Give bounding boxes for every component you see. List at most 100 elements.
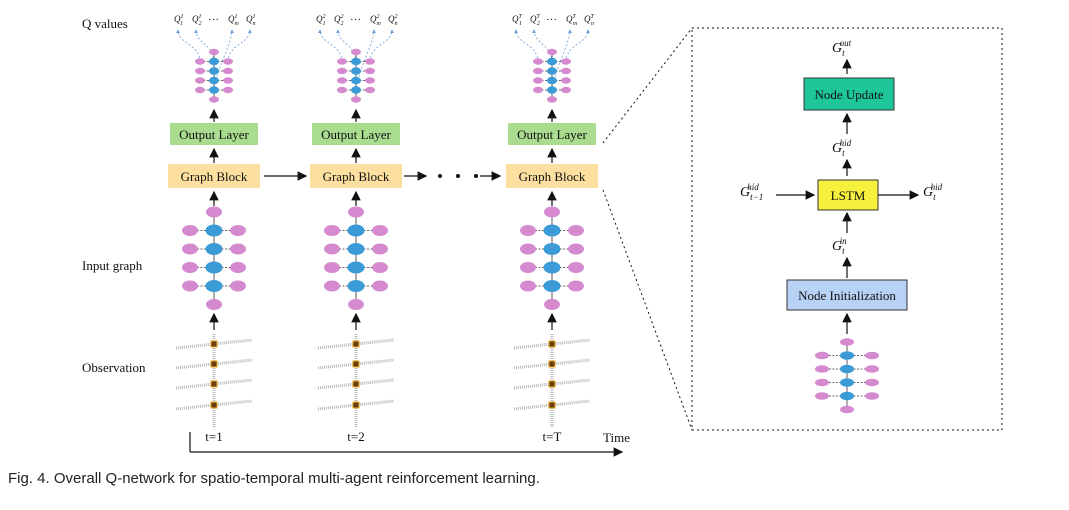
detail-input-graph xyxy=(815,338,879,414)
graph-node-agent xyxy=(351,57,361,66)
traffic-signal-icon xyxy=(548,401,556,409)
graph-node-left xyxy=(182,262,198,273)
q-dashed-arrow xyxy=(227,29,252,63)
graph-node-agent xyxy=(543,280,561,292)
output-layer-box xyxy=(508,123,596,145)
graph-node-right xyxy=(561,77,571,84)
graph-node-agent xyxy=(205,280,223,292)
traffic-signal-icon xyxy=(548,380,556,388)
graph-node-left xyxy=(195,67,205,75)
label-g-hid: Gthid xyxy=(832,138,852,158)
graph-node-left xyxy=(815,365,829,373)
graph-block-label: Graph Block xyxy=(181,169,248,184)
graph-node-right xyxy=(568,225,584,236)
row-label-input-graph: Input graph xyxy=(82,258,143,273)
graph-node-agent xyxy=(840,351,854,360)
graph-node-right xyxy=(372,280,388,292)
graph-node-left xyxy=(520,225,536,236)
q-dashed-arrow xyxy=(532,29,553,63)
ellipsis-dot-2 xyxy=(456,174,460,178)
graph-node-right xyxy=(865,351,879,360)
graph-node-right xyxy=(561,86,571,94)
graph-block-label: Graph Block xyxy=(519,169,586,184)
q-dashed-arrow xyxy=(565,29,590,63)
detail-panel-border xyxy=(691,27,1003,431)
graph-node-agent xyxy=(547,76,557,85)
graph-node-bottom xyxy=(348,299,364,310)
traffic-signal-icon xyxy=(210,340,218,348)
q-dashed-arrow xyxy=(194,29,215,63)
graph-node-left xyxy=(324,280,340,292)
time-step-label: t=T xyxy=(543,429,562,444)
graph-node-agent xyxy=(351,86,361,94)
graph-node-left xyxy=(195,86,205,94)
graph-node-left xyxy=(195,77,205,84)
graph-node-top xyxy=(206,206,222,218)
graph-node-agent xyxy=(840,364,854,374)
graph-node-left xyxy=(324,225,340,236)
graph-node-right xyxy=(223,77,233,84)
label-g-next: Gthid xyxy=(923,182,943,202)
graph-node-agent xyxy=(209,67,219,75)
graph-node-agent xyxy=(543,243,561,255)
label-g-in: Gtin xyxy=(832,236,847,256)
traffic-signal-icon xyxy=(352,360,360,368)
graph-node-bottom xyxy=(209,96,219,103)
q-dashed-arrow xyxy=(176,29,201,63)
node-update-box xyxy=(803,77,895,111)
graph-node-left xyxy=(337,86,347,94)
graph-node-agent xyxy=(840,378,854,387)
graph-node-right xyxy=(365,77,375,84)
figure-caption: Fig. 4. Overall Q-network for spatio-tem… xyxy=(8,470,540,487)
graph-node-right xyxy=(568,280,584,292)
graph-node-right xyxy=(230,225,246,236)
graph-node-right xyxy=(223,86,233,94)
output-graph xyxy=(195,48,233,103)
time-step-label: t=2 xyxy=(347,429,364,444)
graph-node-left xyxy=(182,225,198,236)
graph-node-right xyxy=(230,243,246,255)
graph-node-right xyxy=(372,262,388,273)
graph-node-top xyxy=(348,206,364,218)
graph-node-agent xyxy=(347,243,365,255)
node-init-box xyxy=(786,279,908,311)
ellipsis-dot-3 xyxy=(474,174,478,178)
graph-node-agent xyxy=(205,243,223,255)
node-update-label: Node Update xyxy=(815,87,884,102)
graph-node-right xyxy=(568,262,584,273)
input-graph xyxy=(324,206,388,310)
graph-node-right xyxy=(561,67,571,75)
output-layer-label: Output Layer xyxy=(179,127,249,142)
graph-node-left xyxy=(324,243,340,255)
output-graph xyxy=(533,48,571,103)
graph-node-right xyxy=(365,58,375,65)
graph-node-left xyxy=(533,58,543,65)
graph-node-bottom xyxy=(547,96,557,103)
node-init-label: Node Initialization xyxy=(798,288,896,303)
graph-node-left xyxy=(533,67,543,75)
zoom-line-top xyxy=(602,27,693,144)
graph-node-agent xyxy=(351,76,361,85)
graph-node-right xyxy=(223,67,233,75)
graph-node-left xyxy=(520,280,536,292)
graph-block-detail-panel: Gtout Node Update Gthid LSTM Gt−1hid Gth… xyxy=(691,27,1003,431)
graph-node-agent xyxy=(209,76,219,85)
graph-node-left xyxy=(815,392,829,400)
graph-node-right xyxy=(865,378,879,387)
graph-node-right xyxy=(568,243,584,255)
graph-node-right xyxy=(365,86,375,94)
graph-node-top xyxy=(840,338,854,346)
output-layer-label: Output Layer xyxy=(517,127,587,142)
graph-node-right xyxy=(230,280,246,292)
time-step-label: t=1 xyxy=(205,429,222,444)
graph-node-agent xyxy=(347,224,365,237)
